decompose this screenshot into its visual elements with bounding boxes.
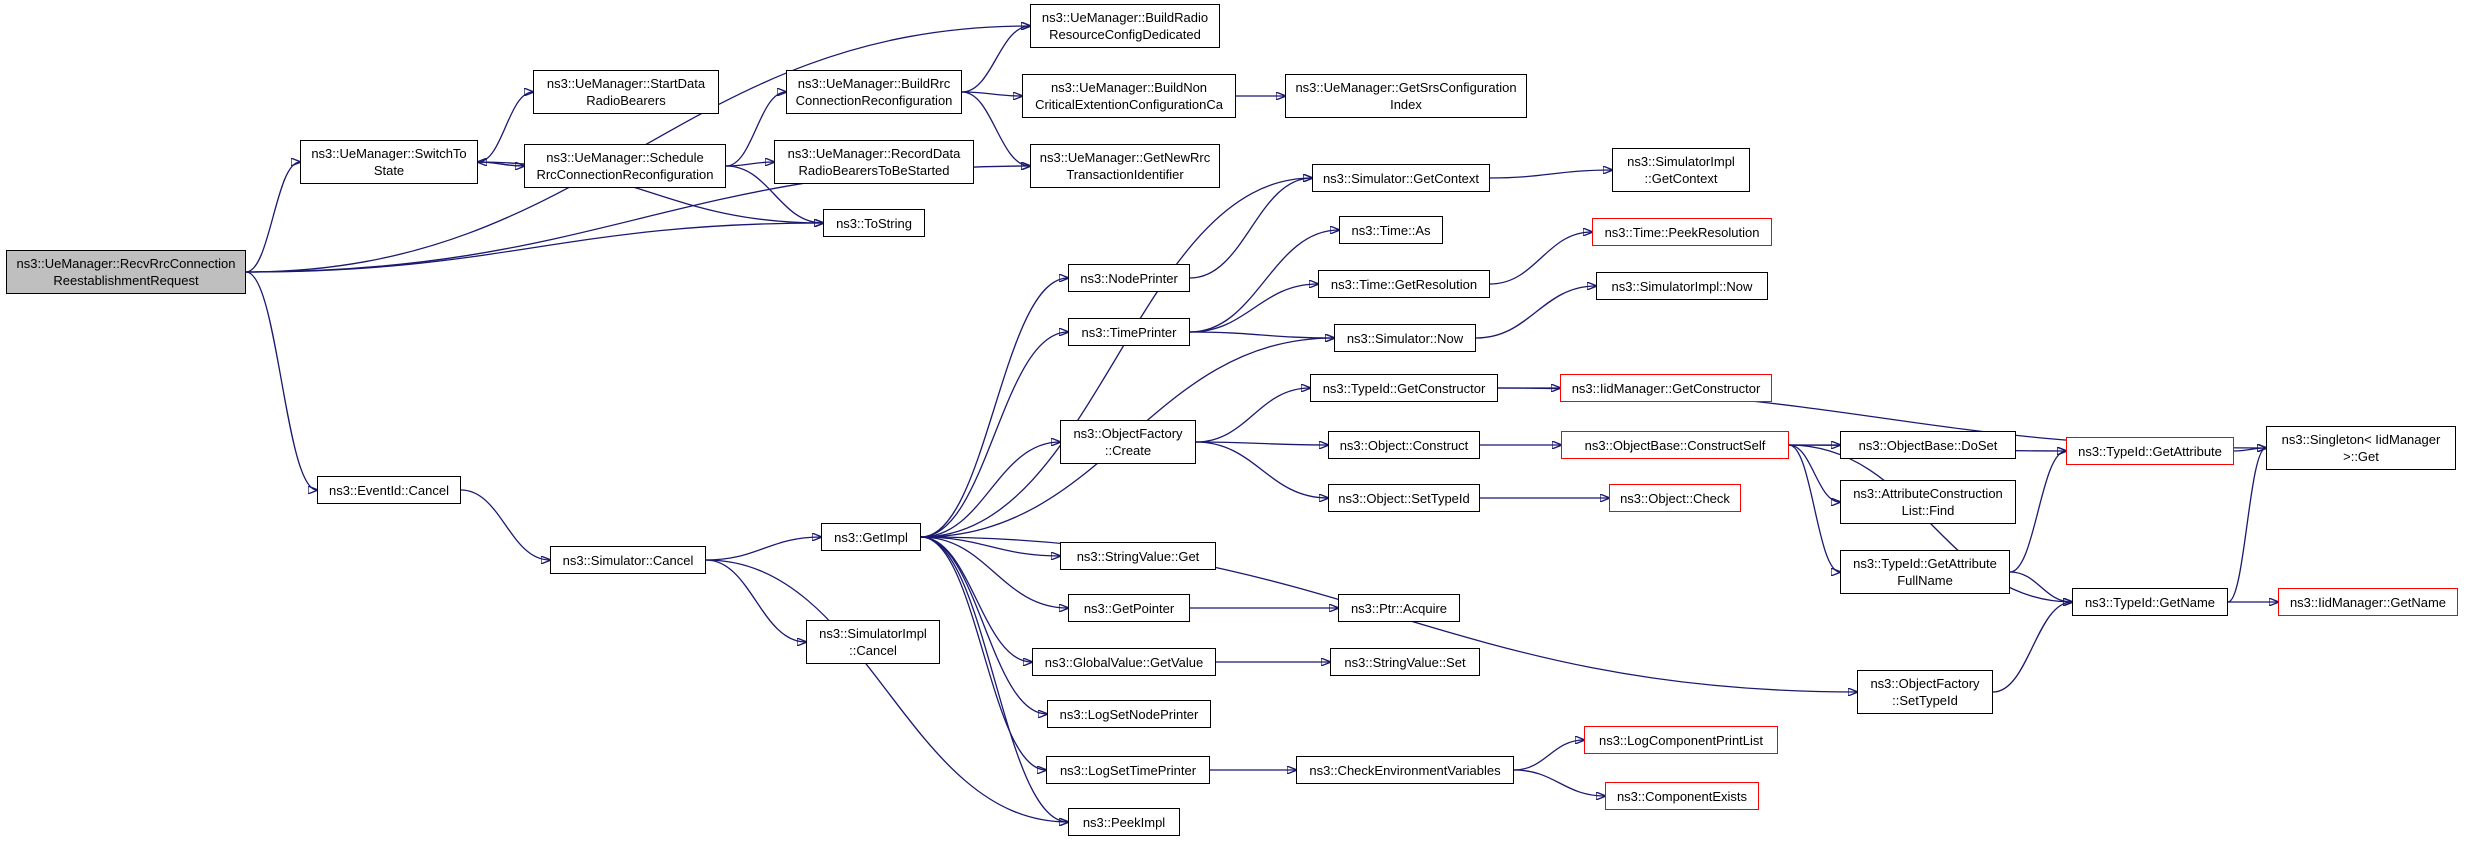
edge-getimpl-to-ofcreate xyxy=(920,442,1060,538)
edge-schedule-to-buildrrc xyxy=(725,92,786,167)
edge-getimpl-to-logsetnode xyxy=(920,536,1047,714)
edge-checkenv-to-compexists xyxy=(1513,769,1605,796)
edge-getimpl-to-getcontext xyxy=(920,178,1312,538)
node-simulator-impl-cancel[interactable]: ns3::SimulatorImpl::Cancel xyxy=(806,620,940,664)
node-log-component-print-list[interactable]: ns3::LogComponentPrintList xyxy=(1584,726,1778,754)
edge-getimpl-to-getpointer xyxy=(920,536,1068,608)
edge-simcancel-to-implcancel xyxy=(705,559,806,642)
node-peek-impl[interactable]: ns3::PeekImpl xyxy=(1068,808,1180,836)
edge-simnow-to-implnow xyxy=(1475,286,1596,339)
node-log-set-node-printer[interactable]: ns3::LogSetNodePrinter xyxy=(1047,700,1211,728)
edge-buildrrc-to-buildnon xyxy=(961,91,1022,96)
edge-timeprinter-to-simnow xyxy=(1189,331,1334,338)
node-object-factory-set-type-id[interactable]: ns3::ObjectFactory::SetTypeId xyxy=(1857,670,1993,714)
edge-getimpl-to-logsettime xyxy=(920,536,1046,770)
edge-ofcreate-to-settypeid xyxy=(1195,441,1328,498)
edge-timeprinter-to-getres xyxy=(1189,284,1318,333)
node-singleton-iid-manager-get[interactable]: ns3::Singleton< IidManager>::Get xyxy=(2266,426,2456,470)
edge-getimpl-to-timeprinter xyxy=(920,332,1068,538)
edge-recv-to-switch xyxy=(245,162,300,273)
edge-checkenv-to-logcompprint xyxy=(1513,740,1584,771)
node-iid-manager-get-constructor[interactable]: ns3::IidManager::GetConstructor xyxy=(1560,374,1772,402)
node-string-value-set[interactable]: ns3::StringValue::Set xyxy=(1330,648,1480,676)
edge-recv-to-eventcancel xyxy=(245,271,317,490)
node-object-factory-create[interactable]: ns3::ObjectFactory::Create xyxy=(1060,420,1196,464)
node-log-set-time-printer[interactable]: ns3::LogSetTimePrinter xyxy=(1046,756,1210,784)
edge-constructself-to-attrfind xyxy=(1788,444,1840,502)
node-object-construct[interactable]: ns3::Object::Construct xyxy=(1328,431,1480,459)
edge-nodeprinter-to-getcontext xyxy=(1189,178,1312,279)
node-get-impl[interactable]: ns3::GetImpl xyxy=(821,523,921,551)
node-to-string[interactable]: ns3::ToString xyxy=(823,209,925,237)
edge-attrfullname-to-getattribute xyxy=(2009,451,2066,573)
edge-simcancel-to-peekimpl xyxy=(705,559,1068,822)
edge-ofcreate-to-getconstructor xyxy=(1195,388,1310,443)
node-type-id-get-name[interactable]: ns3::TypeId::GetName xyxy=(2072,588,2228,616)
edge-buildrrc-to-buildradio xyxy=(961,26,1030,93)
edge-timeprinter-to-timeas xyxy=(1189,230,1339,333)
node-time-printer[interactable]: ns3::TimePrinter xyxy=(1068,318,1190,346)
node-string-value-get[interactable]: ns3::StringValue::Get xyxy=(1060,542,1216,570)
node-object-base-do-set[interactable]: ns3::ObjectBase::DoSet xyxy=(1840,431,2016,459)
edge-attrfullname-to-getname xyxy=(2009,571,2072,602)
node-object-base-construct-self[interactable]: ns3::ObjectBase::ConstructSelf xyxy=(1561,431,1789,459)
edge-getname-to-singleton xyxy=(2227,448,2266,603)
node-global-value-get-value[interactable]: ns3::GlobalValue::GetValue xyxy=(1032,648,1216,676)
edge-schedule-to-switch xyxy=(478,162,525,167)
edge-eventcancel-to-simcancel xyxy=(460,489,550,560)
node-get-pointer[interactable]: ns3::GetPointer xyxy=(1068,594,1190,622)
edge-buildrrc-to-getnewrrc xyxy=(961,91,1030,166)
node-simulator-impl-get-context[interactable]: ns3::SimulatorImpl::GetContext xyxy=(1612,148,1750,192)
node-simulator-now[interactable]: ns3::Simulator::Now xyxy=(1334,324,1476,352)
edge-getres-to-peekres xyxy=(1489,232,1592,285)
node-iid-manager-get-name[interactable]: ns3::IidManager::GetName xyxy=(2278,588,2458,616)
node-type-id-get-attribute[interactable]: ns3::TypeId::GetAttribute xyxy=(2066,437,2234,465)
edge-getimpl-to-nodeprinter xyxy=(920,278,1068,538)
edge-ofcreate-to-construct xyxy=(1195,442,1328,445)
edge-schedule-to-tostring xyxy=(725,165,823,223)
node-simulator-impl-now[interactable]: ns3::SimulatorImpl::Now xyxy=(1596,272,1768,300)
node-check-environment-variables[interactable]: ns3::CheckEnvironmentVariables xyxy=(1296,756,1514,784)
node-time-as[interactable]: ns3::Time::As xyxy=(1339,216,1443,244)
edge-getcontext-to-implgetcontext xyxy=(1489,170,1612,179)
edge-recv-to-tostring xyxy=(245,223,823,273)
edge-getimpl-to-peekimpl xyxy=(920,536,1068,822)
node-type-id-get-constructor[interactable]: ns3::TypeId::GetConstructor xyxy=(1310,374,1498,402)
node-time-get-resolution[interactable]: ns3::Time::GetResolution xyxy=(1318,270,1490,298)
node-ptr-acquire[interactable]: ns3::Ptr::Acquire xyxy=(1338,594,1460,622)
node-component-exists[interactable]: ns3::ComponentExists xyxy=(1605,782,1759,810)
node-node-printer[interactable]: ns3::NodePrinter xyxy=(1068,264,1190,292)
node-object-check[interactable]: ns3::Object::Check xyxy=(1609,484,1741,512)
node-object-set-type-id[interactable]: ns3::Object::SetTypeId xyxy=(1328,484,1480,512)
node-simulator-get-context[interactable]: ns3::Simulator::GetContext xyxy=(1312,164,1490,192)
node-time-peek-resolution[interactable]: ns3::Time::PeekResolution xyxy=(1592,218,1772,246)
node-event-id-cancel[interactable]: ns3::EventId::Cancel xyxy=(317,476,461,504)
edge-simcancel-to-getimpl xyxy=(705,537,821,561)
edge-constructself-to-attrfullname xyxy=(1788,444,1840,572)
node-simulator-cancel[interactable]: ns3::Simulator::Cancel xyxy=(550,546,706,574)
edge-ofsettypeid-to-getname xyxy=(1992,602,2072,693)
